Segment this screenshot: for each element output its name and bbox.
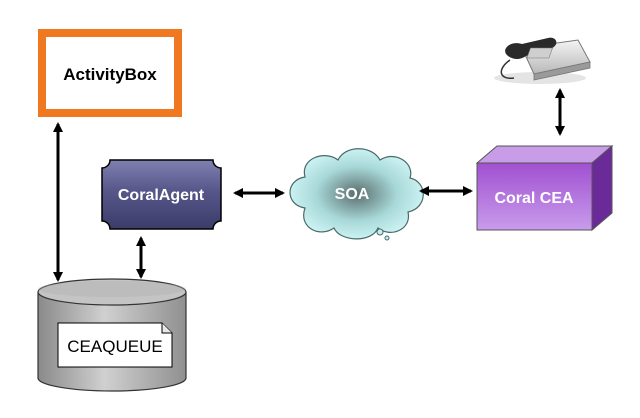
soa-label: SOA [335, 186, 370, 203]
telephone-icon [494, 37, 591, 84]
document-icon [57, 322, 173, 368]
coral-cea-label: Coral CEA [494, 190, 574, 207]
soa-node: SOA [289, 148, 424, 241]
coralagent-node: CoralAgent [101, 159, 222, 230]
coral-cea-node: Coral CEA [475, 144, 614, 232]
ceaqueue-label: CEAQUEUE [67, 337, 162, 356]
activitybox-node: ActivityBox [38, 29, 182, 117]
coralagent-label: CoralAgent [118, 187, 205, 204]
activitybox-label: ActivityBox [63, 65, 157, 84]
ceaqueue-node: CEAQUEUE [37, 278, 187, 392]
